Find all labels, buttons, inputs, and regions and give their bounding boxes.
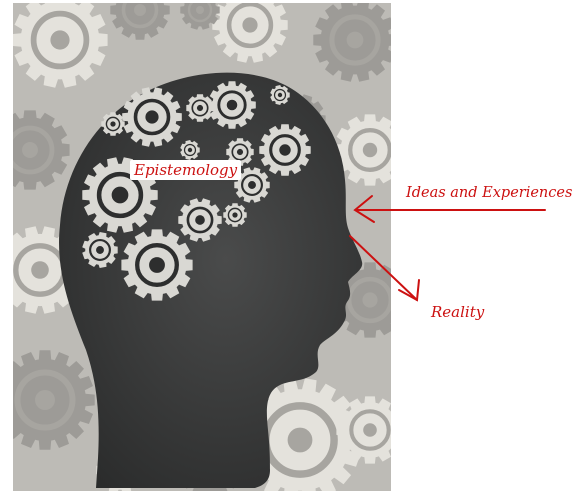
gear-icon (226, 138, 254, 166)
gear-icon (313, 3, 391, 82)
gear-icon (259, 124, 311, 176)
gear-icon (82, 232, 118, 268)
gear-icon (180, 3, 220, 30)
gear-icon (223, 203, 247, 227)
gear-icon (334, 114, 391, 186)
gear-icon (110, 3, 170, 40)
gear-icon (122, 87, 182, 147)
gear-icon (101, 112, 125, 136)
gear-icon (270, 85, 290, 105)
gear-icon (180, 140, 200, 160)
gear-icon (208, 81, 256, 129)
gear-icon (13, 110, 70, 190)
ideas-and-experiences-label: Ideas and Experiences (406, 185, 573, 201)
gear-icon (178, 198, 222, 242)
gear-icon (212, 3, 288, 63)
gear-icon (13, 350, 95, 450)
arrow-icon (353, 195, 546, 223)
gear-icon (13, 3, 108, 88)
arrow-icon (349, 235, 420, 302)
gear-icon (186, 94, 214, 122)
epistemology-label: Epistemology (130, 160, 242, 180)
gear-icon (121, 229, 193, 301)
gear-icon (336, 396, 391, 464)
gear-icon (234, 167, 270, 203)
reality-label: Reality (431, 303, 485, 321)
